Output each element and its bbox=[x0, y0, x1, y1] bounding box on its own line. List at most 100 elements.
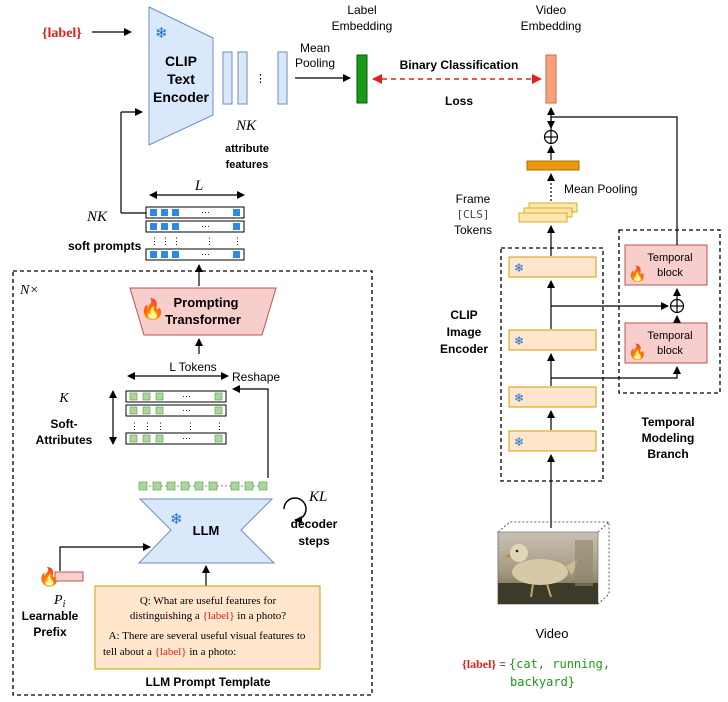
temporal-block-top-line2: block bbox=[657, 267, 683, 279]
svg-text:⋮: ⋮ bbox=[156, 421, 165, 431]
image-encoder-line1: CLIP bbox=[450, 308, 477, 322]
temporal-block: 🔥 Temporal block bbox=[624, 244, 708, 286]
n-times-label: N× bbox=[19, 283, 39, 298]
k-label: K bbox=[58, 391, 69, 406]
frame-tokens-line1: Frame bbox=[456, 192, 491, 206]
video-label-set-line2: backyard} bbox=[510, 675, 575, 689]
learnable-prefix-line2: Prefix bbox=[33, 625, 67, 639]
svg-text:···: ··· bbox=[182, 405, 191, 415]
image-encoder-layer: ❄ bbox=[508, 430, 597, 452]
svg-text:···: ··· bbox=[182, 433, 191, 443]
snowflake-icon: ❄ bbox=[514, 391, 524, 405]
mean-pooling-video-label: Mean Pooling bbox=[564, 182, 637, 196]
soft-prompts-caption: soft prompts bbox=[68, 239, 142, 253]
label-embedding-line1: Label bbox=[347, 3, 376, 17]
output-token-chain bbox=[138, 481, 268, 491]
video-label-set-line1: {label} = {cat, running, bbox=[462, 657, 610, 671]
soft-prompts-width-label: L bbox=[194, 178, 203, 194]
prompt-a-line1: A: There are several useful visual featu… bbox=[109, 630, 306, 642]
frame-cls-tokens bbox=[518, 202, 578, 223]
mean-pooling-text-line1: Mean bbox=[300, 41, 330, 55]
image-encoder-layer: ❄ bbox=[508, 386, 597, 408]
temporal-top-to-output-arrow bbox=[547, 116, 678, 245]
learnable-prefix-line1: Learnable bbox=[22, 609, 79, 623]
soft-prompts-grid: ··· ··· ⋮ ⋮ ⋮ ⋮ ⋮ ··· bbox=[145, 206, 245, 261]
video-caption: Video bbox=[535, 626, 568, 641]
svg-text:⋮: ⋮ bbox=[143, 421, 152, 431]
attribute-feature-bars: ⋮ bbox=[222, 51, 288, 105]
label-input: {label} bbox=[42, 26, 82, 41]
frame-tokens-line3: Tokens bbox=[454, 223, 492, 237]
loss-label: Loss bbox=[445, 94, 473, 108]
snowflake-icon: ❄ bbox=[155, 26, 168, 42]
prompt-a-line2: tell about a {label} in a photo: bbox=[103, 646, 236, 658]
prompting-transformer-line2: Transformer bbox=[165, 312, 241, 327]
repeat-region bbox=[12, 270, 373, 696]
video-embedding-bar bbox=[545, 54, 557, 104]
image-encoder-line2: Image bbox=[447, 325, 482, 339]
image-encoder-line3: Encoder bbox=[440, 342, 488, 356]
soft-attributes-line2: Attributes bbox=[36, 433, 93, 447]
label-embedding-line2: Embedding bbox=[332, 19, 393, 33]
temporal-block-bottom-line1: Temporal bbox=[647, 330, 692, 342]
video-embedding-line2: Embedding bbox=[521, 19, 582, 33]
prompting-transformer: 🔥 Prompting Transformer bbox=[129, 287, 277, 336]
svg-text:⋮: ⋮ bbox=[255, 73, 266, 85]
prompt-q-line2: distinguishing a {label} in a photo? bbox=[130, 610, 286, 622]
prompting-transformer-line1: Prompting bbox=[174, 295, 239, 310]
soft-prompts-height-label: NK bbox=[86, 209, 108, 225]
svg-text:⋮: ⋮ bbox=[233, 236, 242, 246]
image-encoder-layer: ❄ bbox=[508, 329, 597, 351]
label-embedding-bar bbox=[356, 54, 368, 104]
svg-text:⋮: ⋮ bbox=[161, 236, 170, 246]
svg-text:⋮: ⋮ bbox=[172, 236, 181, 246]
snowflake-icon: ❄ bbox=[514, 261, 524, 275]
svg-text:⋮: ⋮ bbox=[186, 421, 195, 431]
llm-prompt-template-box bbox=[94, 585, 321, 670]
attribute-features-line2: features bbox=[226, 159, 269, 171]
temporal-branch-line2: Modeling bbox=[642, 431, 695, 445]
svg-text:···: ··· bbox=[201, 207, 210, 217]
svg-text:⋮: ⋮ bbox=[205, 236, 214, 246]
fire-icon: 🔥 bbox=[38, 566, 60, 587]
mean-pooling-text-line2: Pooling bbox=[295, 56, 335, 70]
video-embedding-line1: Video bbox=[536, 3, 567, 17]
soft-attributes-grid: ··· ··· ⋮ ⋮ ⋮ ⋮ ⋮ ··· bbox=[125, 390, 227, 445]
mean-pool-bar bbox=[526, 160, 580, 171]
clip-text-encoder: ❄ CLIP Text Encoder bbox=[148, 6, 214, 146]
learnable-prefix-bar bbox=[54, 571, 84, 582]
soft-attributes-line1: Soft- bbox=[50, 417, 77, 431]
snowflake-icon: ❄ bbox=[514, 435, 524, 449]
llm-label: LLM bbox=[193, 523, 220, 538]
prefix-symbol: Pi bbox=[53, 593, 66, 610]
svg-text:···: ··· bbox=[201, 221, 210, 231]
llm-block: ❄ LLM bbox=[137, 498, 276, 564]
binary-classification-label: Binary Classification bbox=[400, 58, 519, 72]
reshape-label: Reshape bbox=[232, 370, 280, 384]
l-tokens-label: L Tokens bbox=[169, 360, 216, 374]
temporal-block-bottom-line2: block bbox=[657, 345, 683, 357]
svg-text:⋮: ⋮ bbox=[130, 421, 139, 431]
text-encoder-line1: CLIP bbox=[165, 53, 197, 69]
temporal-branch-region bbox=[618, 229, 721, 394]
clip-image-encoder-region bbox=[500, 247, 604, 482]
temporal-branch-line3: Branch bbox=[647, 447, 688, 461]
temporal-branch-line1: Temporal bbox=[641, 415, 694, 429]
fire-icon: 🔥 bbox=[628, 265, 647, 283]
kl-label: KL bbox=[308, 489, 327, 505]
temporal-block-top-line1: Temporal bbox=[647, 252, 692, 264]
nk-label-top: NK bbox=[235, 118, 257, 134]
svg-text:···: ··· bbox=[182, 391, 191, 401]
text-encoder-line3: Encoder bbox=[153, 89, 210, 105]
text-encoder-line2: Text bbox=[167, 71, 195, 87]
encoder-to-temporal-bottom-arrow bbox=[551, 366, 681, 379]
svg-text:⋮: ⋮ bbox=[215, 421, 224, 431]
svg-text:···: ··· bbox=[201, 249, 210, 259]
attribute-features-line1: attribute bbox=[225, 143, 269, 155]
snowflake-icon: ❄ bbox=[514, 334, 524, 348]
decoder-loop-arrow bbox=[283, 497, 307, 524]
prefix-to-llm-arrow bbox=[59, 543, 151, 571]
fire-icon: 🔥 bbox=[628, 343, 647, 361]
